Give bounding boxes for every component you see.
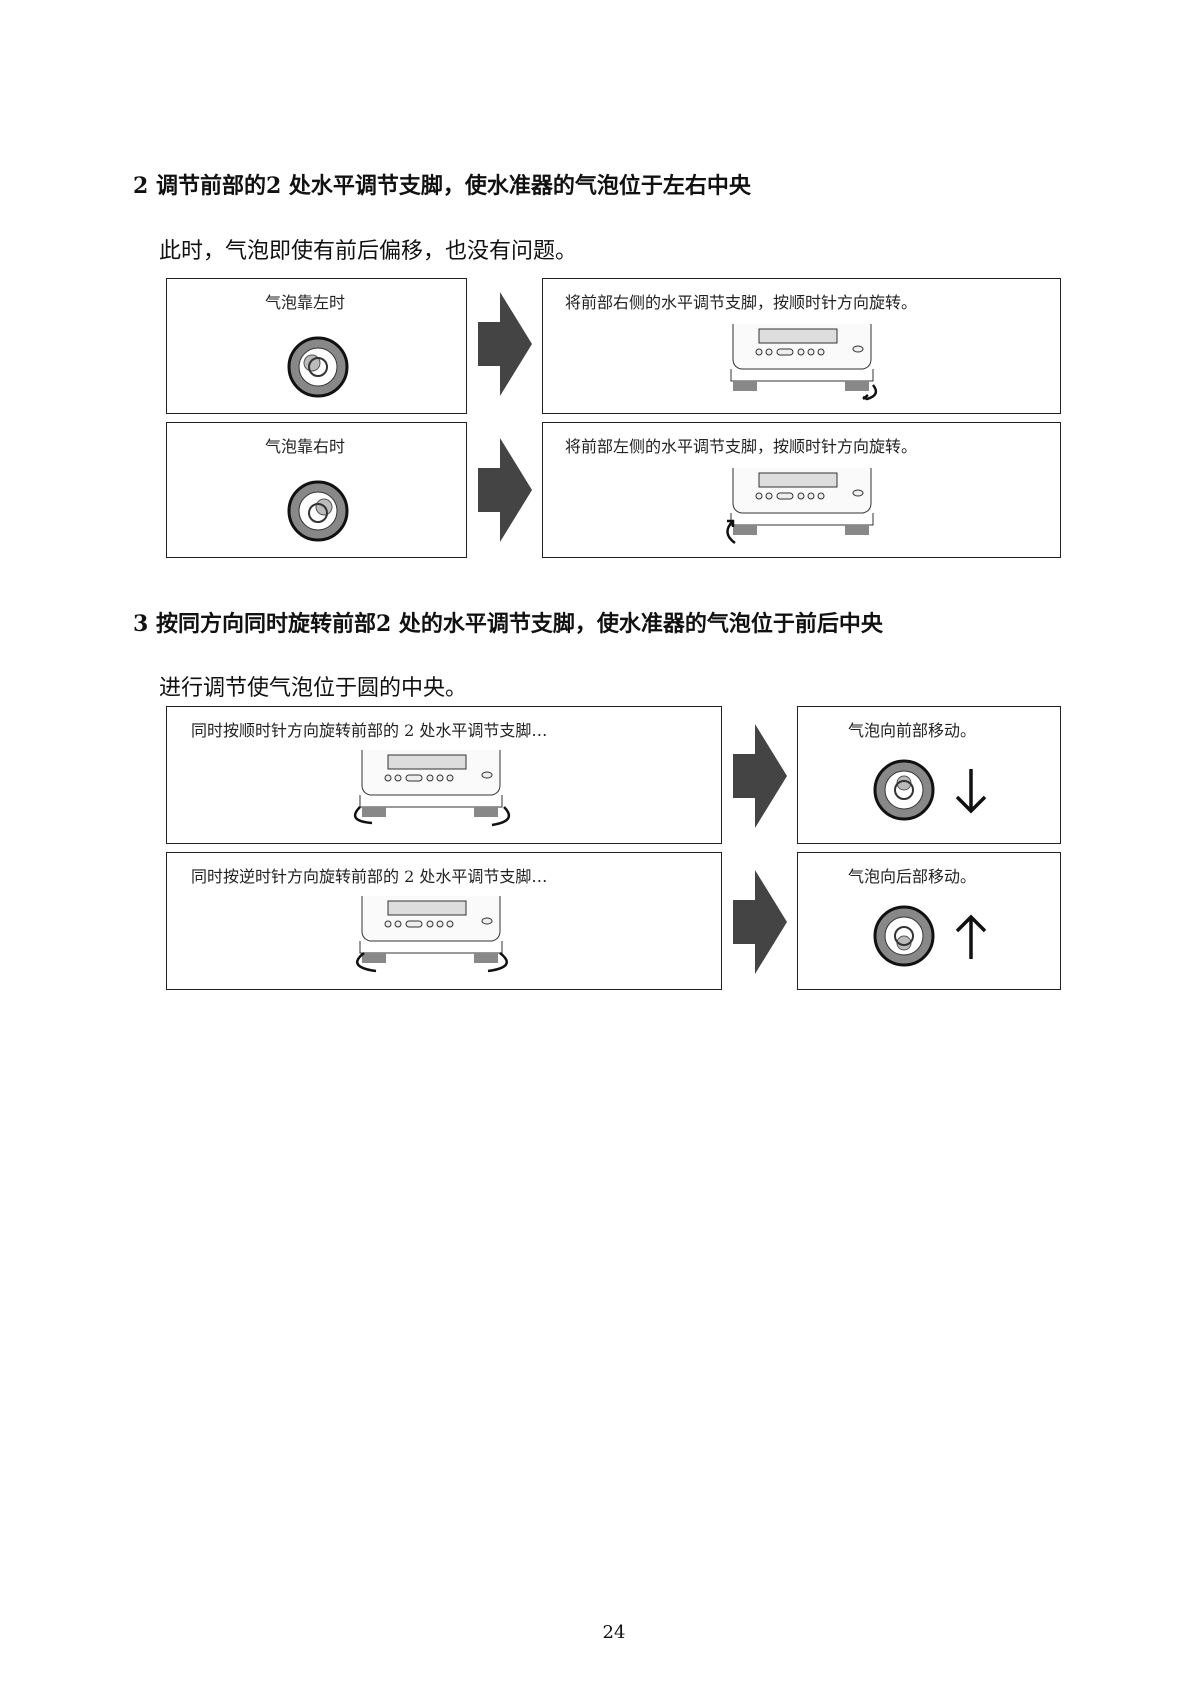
- bubble-left-panel: 气泡靠左时: [166, 278, 467, 414]
- step3-note: 进行调节使气泡位于圆的中央。: [159, 676, 468, 701]
- bubble-right-panel: 气泡靠右时: [166, 422, 467, 558]
- counterclockwise-both-feet-panel: 同时按逆时针方向旋转前部的 2 处水平调节支脚…: [166, 852, 722, 990]
- bubble-moves-front-panel: 气泡向前部移动。: [797, 706, 1061, 844]
- arrow-right-icon: [478, 438, 532, 542]
- condition-label: 气泡靠左时: [265, 293, 346, 312]
- action-label: 将前部左侧的水平调节支脚，按顺时针方向旋转。: [565, 437, 918, 456]
- level-bubble-right-icon: [287, 480, 349, 542]
- level-bubble-left-icon: [287, 336, 349, 398]
- arrow-up-icon: [955, 914, 987, 959]
- condition-label: 气泡靠右时: [265, 437, 346, 456]
- action-label: 同时按逆时针方向旋转前部的 2 处水平调节支脚…: [191, 867, 548, 886]
- arrow-right-icon: [733, 724, 787, 828]
- result-label: 气泡向前部移动。: [848, 721, 977, 740]
- step3-heading: 3 按同方向同时旋转前部2 处的水平调节支脚，使水准器的气泡位于前后中央: [133, 611, 883, 637]
- step2-note: 此时，气泡即使有前后偏移，也没有问题。: [159, 239, 578, 264]
- adjust-left-foot-panel: 将前部左侧的水平调节支脚，按顺时针方向旋转。: [542, 422, 1061, 558]
- step2-heading: 2 调节前部的2 处水平调节支脚，使水准器的气泡位于左右中央: [133, 173, 751, 199]
- bubble-moves-back-panel: 气泡向后部移动。: [797, 852, 1061, 990]
- action-label: 将前部右侧的水平调节支脚，按顺时针方向旋转。: [565, 293, 918, 312]
- page-number: 24: [602, 1622, 626, 1643]
- level-bubble-front-icon: [873, 759, 935, 821]
- arrow-right-icon: [733, 870, 787, 974]
- arrow-down-icon: [955, 769, 987, 814]
- result-label: 气泡向后部移动。: [848, 867, 977, 886]
- action-label: 同时按顺时针方向旋转前部的 2 处水平调节支脚…: [191, 721, 548, 740]
- level-bubble-back-icon: [873, 905, 935, 967]
- clockwise-both-feet-panel: 同时按顺时针方向旋转前部的 2 处水平调节支脚…: [166, 706, 722, 844]
- balance-right-foot-clockwise-icon: [730, 324, 878, 401]
- adjust-right-foot-panel: 将前部右侧的水平调节支脚，按顺时针方向旋转。: [542, 278, 1061, 414]
- balance-left-foot-clockwise-icon: [726, 468, 874, 545]
- arrow-right-icon: [478, 292, 532, 396]
- balance-both-feet-clockwise-icon: [353, 750, 511, 827]
- balance-both-feet-counterclockwise-icon: [356, 896, 508, 973]
